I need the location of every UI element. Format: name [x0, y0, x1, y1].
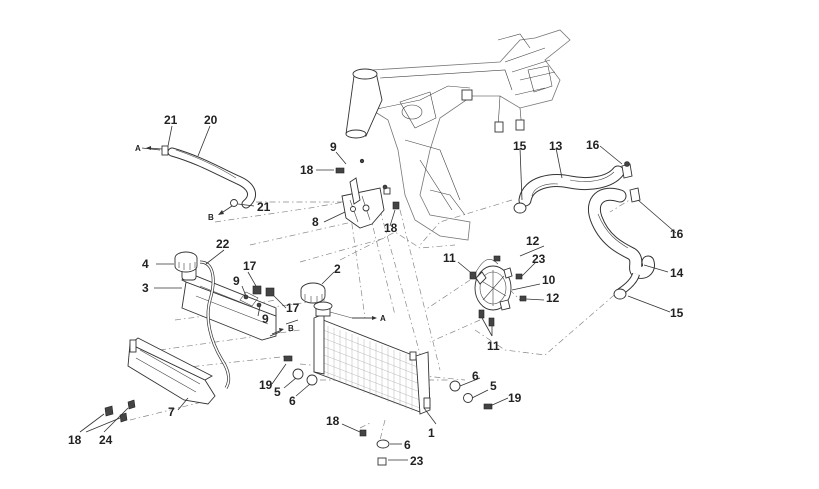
- callout-23-fan: 23: [532, 252, 546, 266]
- callout-9-lower: 9: [262, 312, 269, 326]
- nut-11-bottom-b: [488, 317, 495, 327]
- leader-lines: [79, 125, 677, 461]
- callout-3: 3: [142, 281, 149, 295]
- callout-numbers: 1 2 3 4 5 5 6 6 6 7 8 9 9 9 10 11 11 12 …: [68, 113, 684, 468]
- bolt-12-right: [519, 295, 527, 302]
- clip-21-bottom: [230, 199, 238, 207]
- hose-13: [513, 161, 633, 214]
- motorcycle-frame: [345, 29, 571, 241]
- ref-a-hose: A: [135, 144, 141, 153]
- callout-10: 10: [542, 273, 556, 287]
- callout-8: 8: [312, 215, 319, 229]
- bolt-23-lower: [377, 457, 387, 466]
- clamp-16-lower: [629, 187, 641, 203]
- callout-21-bottom: 21: [257, 200, 271, 214]
- callout-12-top: 12: [526, 234, 540, 248]
- washer-9-a: [382, 184, 388, 190]
- bolt-23-fan: [515, 273, 523, 280]
- callout-13: 13: [549, 139, 563, 153]
- bolt-19-left: [283, 355, 293, 362]
- bolt-19-right: [483, 403, 493, 410]
- callout-2: 2: [334, 262, 341, 276]
- callout-7: 7: [168, 405, 175, 419]
- bolt-18-lower: [359, 429, 367, 437]
- callout-18-bracket: 18: [384, 221, 398, 235]
- reference-letters: A A B B: [135, 144, 386, 333]
- callout-11-bottom: 11: [487, 339, 500, 353]
- collar-6-lower: [376, 439, 390, 449]
- grommet-5-left: [292, 368, 304, 380]
- callout-18-cover: 18: [68, 433, 82, 447]
- callout-5-left: 5: [274, 385, 281, 399]
- callout-9-mid: 9: [233, 274, 240, 288]
- callout-17-top: 17: [243, 259, 257, 273]
- callout-18-radiator: 18: [326, 414, 340, 428]
- callout-6-lower: 6: [404, 438, 411, 452]
- callout-6-left: 6: [289, 394, 296, 408]
- ref-b-hose: B: [208, 213, 214, 222]
- clip-21-top: [161, 145, 169, 156]
- callout-5-right: 5: [490, 379, 497, 393]
- grommet-17-b: [265, 287, 275, 297]
- callout-16-lower: 16: [670, 227, 684, 241]
- callout-23-lower: 23: [410, 454, 424, 468]
- fan-10: [469, 255, 527, 327]
- bolt-12-top: [493, 255, 501, 262]
- hose-20: [161, 145, 256, 209]
- nut-11-bottom-a: [478, 309, 485, 319]
- callout-6-right: 6: [472, 369, 479, 383]
- callout-14: 14: [670, 266, 684, 280]
- radiator-1: [283, 282, 493, 466]
- cover-7: [104, 337, 216, 423]
- collar-6-right: [449, 380, 461, 392]
- callout-17-right: 17: [286, 301, 300, 315]
- callout-19-left: 19: [259, 378, 273, 392]
- callout-11-top: 11: [443, 251, 456, 265]
- ref-b-reservoir: B: [288, 324, 294, 333]
- callout-1: 1: [428, 426, 435, 440]
- clamp-15-lower: [613, 288, 627, 300]
- callout-21-top: 21: [164, 113, 178, 127]
- callout-18-top: 18: [300, 163, 314, 177]
- bolt-18-a: [335, 167, 345, 174]
- grommet-17-a: [252, 285, 262, 295]
- grommet-5-right: [463, 393, 473, 403]
- callout-15-upper: 15: [513, 139, 527, 153]
- callout-9-top: 9: [330, 140, 337, 154]
- bracket-8: [335, 158, 400, 229]
- callout-22: 22: [216, 237, 230, 251]
- reservoir-3: [174, 251, 277, 389]
- callout-16-upper: 16: [586, 138, 600, 152]
- callout-19-right: 19: [508, 391, 522, 405]
- ref-a-radiator: A: [380, 314, 386, 323]
- clamp-15-upper: [513, 202, 527, 214]
- bolt-18-b: [392, 201, 400, 210]
- callout-20: 20: [204, 113, 218, 127]
- callout-24: 24: [99, 433, 113, 447]
- callout-15-lower: 15: [670, 306, 684, 320]
- collar-6-left: [306, 374, 318, 386]
- hose-14: [588, 187, 655, 300]
- callout-12-right: 12: [546, 291, 560, 305]
- reference-arrows: [146, 146, 377, 335]
- nut-11-top: [469, 271, 477, 280]
- callout-4: 4: [142, 257, 149, 271]
